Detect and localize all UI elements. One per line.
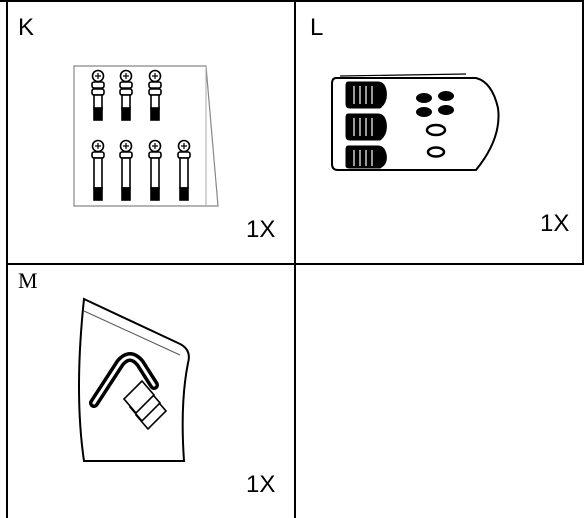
border-right (582, 0, 584, 264)
clip-and-cards-bag-icon (78, 297, 190, 462)
button-set-panel-icon (331, 73, 500, 171)
cell-l-letter: L (310, 14, 324, 41)
screws-in-tent-card-icon (73, 65, 219, 207)
divider-horizontal (6, 263, 584, 265)
cell-l: L (296, 2, 582, 263)
cell-m-letter: M (18, 268, 38, 293)
divider-vertical (294, 0, 296, 518)
cell-empty (296, 265, 584, 518)
cell-k: K (8, 2, 294, 263)
cell-l-quantity: 1X (540, 210, 570, 237)
cell-m-quantity: 1X (246, 471, 276, 498)
cell-k-quantity: 1X (246, 216, 276, 243)
border-top (0, 0, 584, 2)
cell-m: M 1X (8, 265, 294, 518)
cell-k-letter: K (18, 14, 35, 41)
border-left (6, 0, 8, 518)
